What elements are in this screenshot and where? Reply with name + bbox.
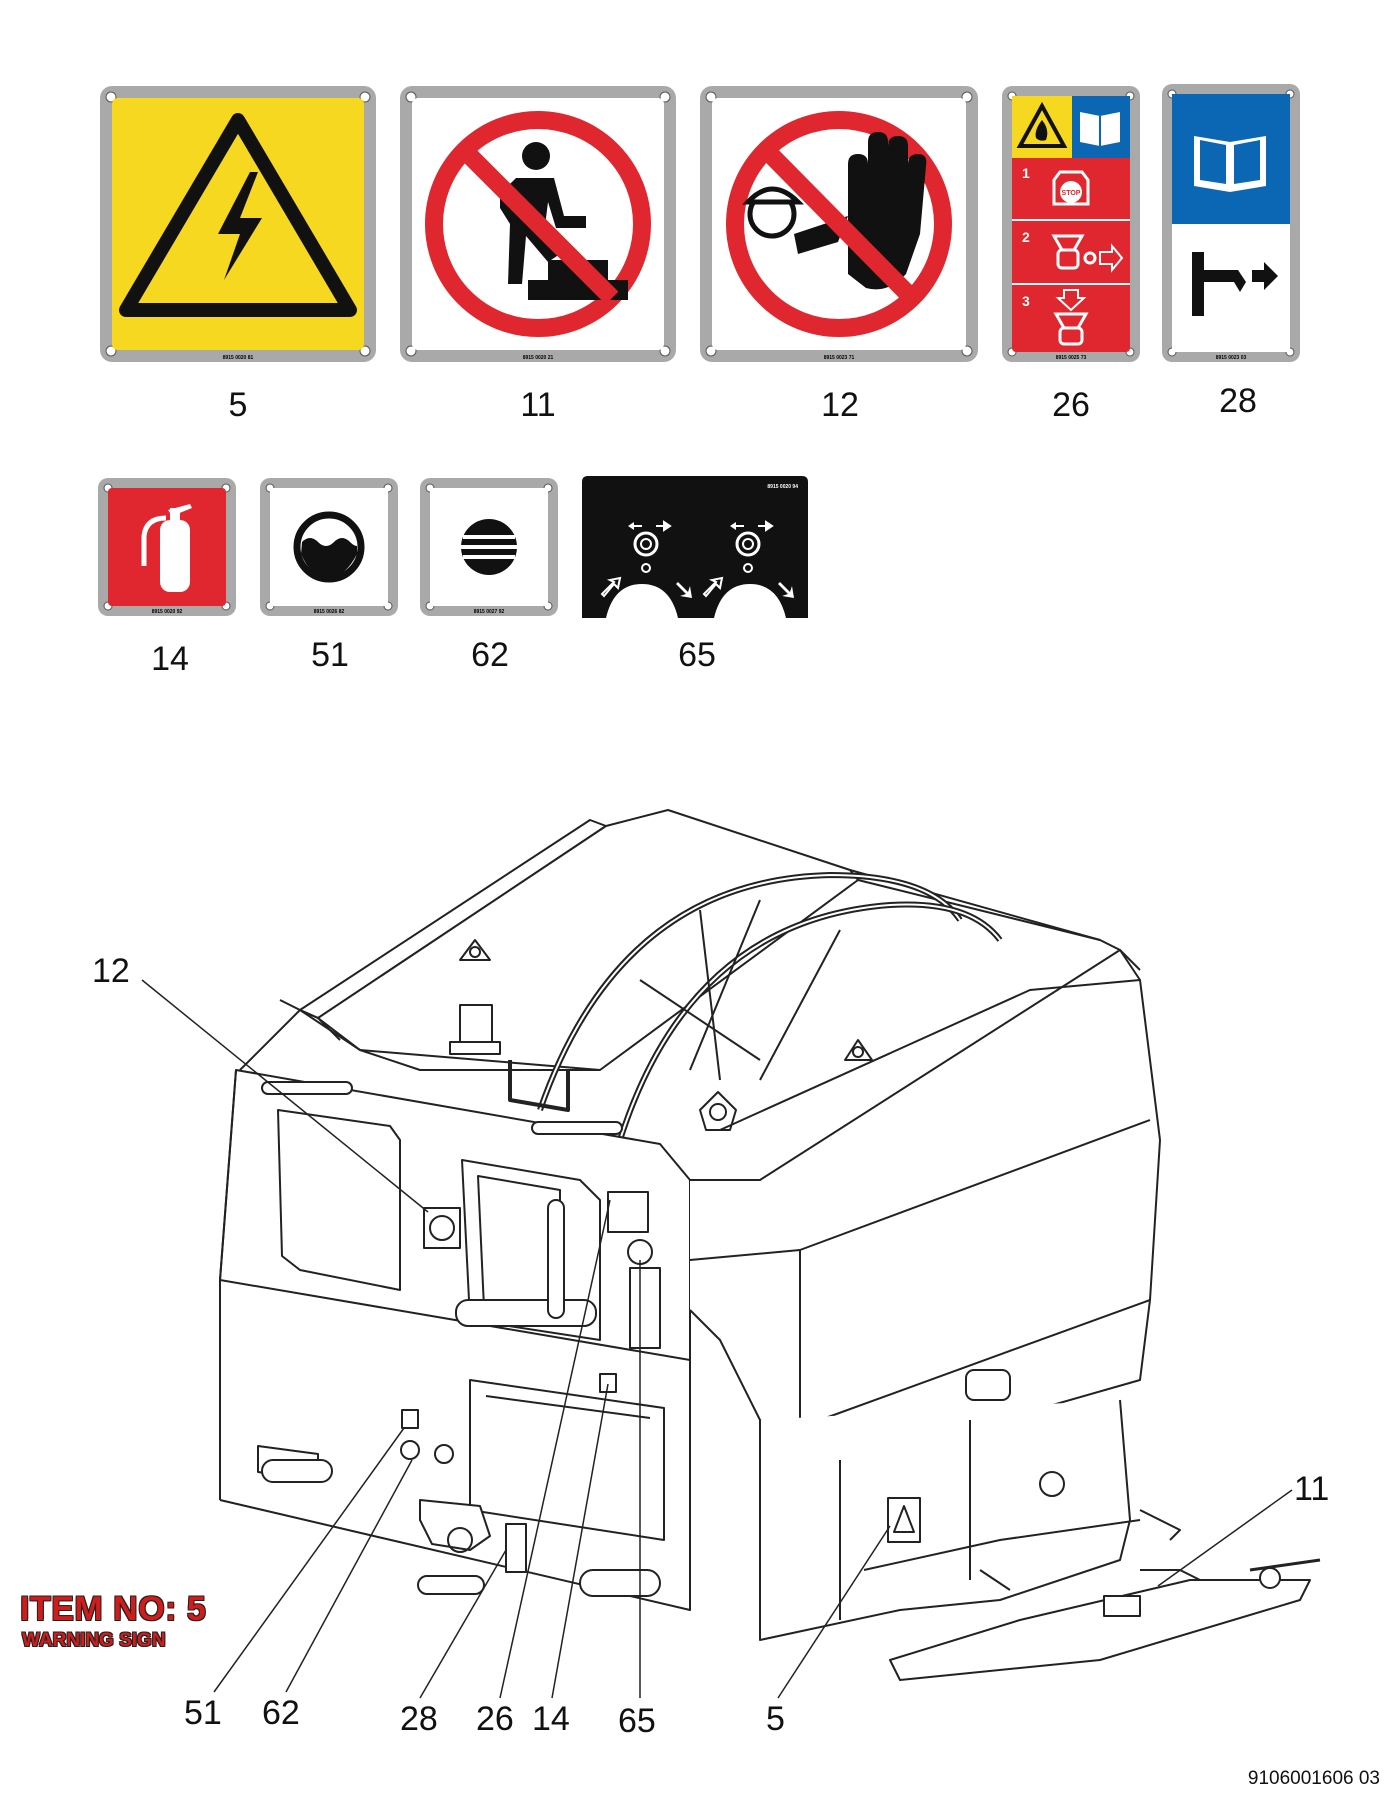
callout-26: 26	[476, 1700, 514, 1738]
fire-extinguisher-icon	[141, 504, 192, 592]
callout-28: 28	[400, 1700, 438, 1738]
callout-51: 51	[184, 1694, 222, 1732]
sign-code: 8915 0027 92	[474, 609, 505, 615]
sign-51-water-level: 8915 0026 82	[258, 476, 400, 618]
step-number: 2	[1022, 229, 1030, 245]
water-level-icon	[293, 511, 365, 583]
sign-code: 8915 0020 21	[523, 355, 554, 361]
callout-12: 12	[92, 952, 130, 990]
sign-11-no-stepping: 8915 0020 21	[398, 84, 678, 364]
stop-button-icon: STOP	[1052, 170, 1090, 206]
fire-warning-icon	[1016, 101, 1068, 148]
valve-close-icon	[1053, 289, 1089, 346]
step-number: 3	[1022, 293, 1030, 309]
valve-open-icon	[1051, 234, 1124, 273]
sign-code: 8915 0020 94	[767, 484, 798, 490]
lever-arrow-icon	[1192, 252, 1278, 316]
sign-28-manual-lever: 8915 0023 03	[1160, 82, 1302, 364]
sign-label-12: 12	[821, 386, 859, 424]
sign-label-62: 62	[471, 636, 509, 674]
pump-direction-icon	[600, 520, 794, 598]
sign-code: 8915 0025 73	[1056, 355, 1087, 361]
sign-code: 8915 0020 81	[223, 355, 254, 361]
sign-14-fire-extinguisher: 8915 0020 92	[96, 476, 238, 618]
sign-label-28: 28	[1219, 382, 1257, 420]
electrical-hazard-icon	[119, 113, 357, 317]
svg-text:STOP: STOP	[1062, 190, 1081, 197]
sign-label-65: 65	[678, 636, 716, 674]
callout-62: 62	[262, 1694, 300, 1732]
step-number: 1	[1022, 165, 1030, 181]
sign-code: 8915 0026 82	[314, 609, 345, 615]
callout-5: 5	[766, 1700, 785, 1738]
callout-11: 11	[1294, 1470, 1330, 1508]
item-description: WARNING SIGN	[22, 1630, 166, 1651]
sign-label-14: 14	[151, 640, 189, 678]
sign-65-pump-direction: 8915 0020 94	[582, 476, 808, 618]
sign-label-26: 26	[1052, 386, 1090, 424]
keep-hands-away-icon	[726, 111, 952, 337]
machine-line-drawing	[141, 809, 1321, 1699]
sign-code: 8915 0020 92	[152, 609, 183, 615]
sign-code: 8915 0023 03	[1216, 355, 1247, 361]
sign-62-lube: 8915 0027 92	[418, 476, 560, 618]
sign-label-11: 11	[520, 386, 556, 424]
sign-code: 8915 0023 71	[824, 355, 855, 361]
lube-icon	[461, 519, 517, 575]
sign-5-electrical-hazard: 8915 0020 81	[98, 84, 378, 364]
sign-label-51: 51	[311, 636, 349, 674]
sign-label-5: 5	[228, 386, 248, 424]
item-number-title: ITEM NO: 5	[20, 1590, 207, 1628]
document-id: 9106001606 03	[1247, 1768, 1380, 1789]
no-stepping-icon	[425, 111, 651, 337]
sign-26-shutdown-procedure: 1 2 3 STOP 8915 0025 73	[1000, 84, 1142, 364]
sign-12-keep-away: 8915 0023 71	[698, 84, 980, 364]
callout-65: 65	[618, 1702, 656, 1740]
manual-icon	[1080, 112, 1120, 146]
manual-book-icon	[1194, 136, 1266, 192]
callout-14: 14	[532, 1700, 570, 1738]
